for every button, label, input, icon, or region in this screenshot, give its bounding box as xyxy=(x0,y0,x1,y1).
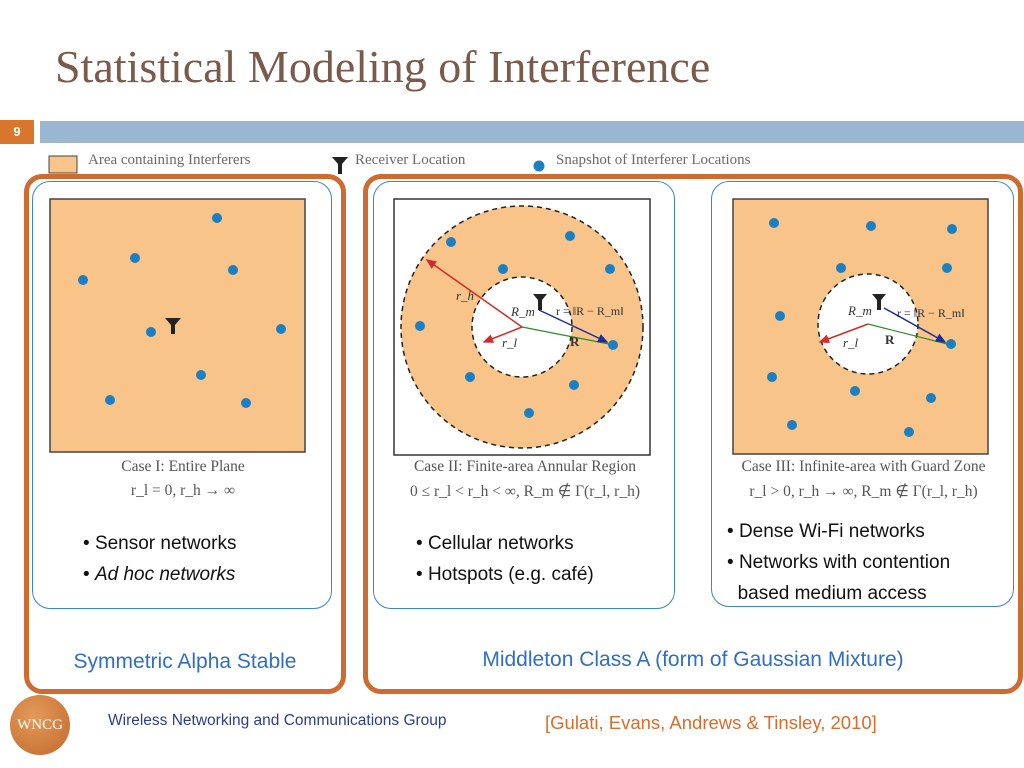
rl-label: r_l xyxy=(502,335,518,350)
title-underline-bar xyxy=(40,121,1024,143)
R-label: R xyxy=(570,334,580,349)
R-label: R xyxy=(885,332,895,347)
legend-receiver-label: Receiver Location xyxy=(355,152,466,168)
list-item: based medium access xyxy=(737,583,927,604)
case1-panel: Case I: Entire Plane r_l = 0, r_h → ∞ • … xyxy=(32,181,332,609)
case2-bullet-list: • Cellular networks • Hotspots (e.g. caf… xyxy=(416,528,594,590)
wncg-logo: WNCG xyxy=(10,695,70,755)
area-legend-swatch xyxy=(48,155,78,174)
case3-condition: r_l > 0, r_h → ∞, R_m ∉ Γ(r_l, r_h) xyxy=(749,483,978,500)
case3-bullet-list: • Dense Wi-Fi networks • Networks with c… xyxy=(727,516,950,609)
middleton-group-frame xyxy=(363,174,1023,694)
case2-caption: Case II: Finite-area Annular Region xyxy=(413,458,637,475)
list-item: • Sensor networks xyxy=(83,533,237,554)
receiver-icon xyxy=(332,157,348,174)
list-item: • Networks with contention xyxy=(727,552,951,573)
sas-group-frame xyxy=(24,174,346,694)
list-item: • Cellular networks xyxy=(416,533,574,554)
interferer-dot-icon xyxy=(533,160,545,172)
rl-label: r_l xyxy=(843,335,859,350)
citation: [Gulati, Evans, Andrews & Tinsley, 2010] xyxy=(545,712,877,733)
case1-bullet-list: • Sensor networks • Ad hoc networks xyxy=(83,528,236,590)
list-item: • Dense Wi-Fi networks xyxy=(727,521,925,542)
case2-condition: 0 ≤ r_l < r_h < ∞, R_m ∉ Γ(r_l, r_h) xyxy=(410,483,640,500)
case2-panel: r_h r_l R_m R r = ‖R − R_m‖ Case II: Fin… xyxy=(373,181,675,609)
rm-label: R_m xyxy=(847,303,872,318)
r-equation-label: r = ‖R − R_m‖ xyxy=(556,304,624,318)
case1-condition: r_l = 0, r_h → ∞ xyxy=(130,482,236,499)
rh-label: r_h xyxy=(456,288,474,303)
slide-title: Statistical Modeling of Interference xyxy=(55,41,711,92)
case2-diagram: r_h r_l R_m R r = ‖R − R_m‖ xyxy=(393,198,651,456)
case3-caption: Case III: Infinite-area with Guard Zone xyxy=(741,458,986,475)
slide-number: 9 xyxy=(0,120,34,144)
case3-panel: R_m r_l R r = ‖R − R_m‖ Case III: Infini… xyxy=(711,181,1014,607)
sas-group-label: Symmetric Alpha Stable xyxy=(73,650,297,673)
legend-area-label: Area containing Interferers xyxy=(88,152,251,168)
case1-caption: Case I: Entire Plane xyxy=(121,458,245,475)
footer-group-name: Wireless Networking and Communications G… xyxy=(108,712,447,729)
middleton-group-label: Middleton Class A (form of Gaussian Mixt… xyxy=(482,648,904,671)
case3-diagram: R_m r_l R r = ‖R − R_m‖ xyxy=(732,198,989,455)
r-equation-label: r = ‖R − R_m‖ xyxy=(897,306,965,320)
list-item: • Hotspots (e.g. café) xyxy=(416,564,594,585)
rm-label: R_m xyxy=(510,304,535,319)
legend-snapshot-label: Snapshot of Interferer Locations xyxy=(556,152,751,168)
list-item: • Ad hoc networks xyxy=(83,564,236,585)
case1-diagram xyxy=(49,198,306,453)
